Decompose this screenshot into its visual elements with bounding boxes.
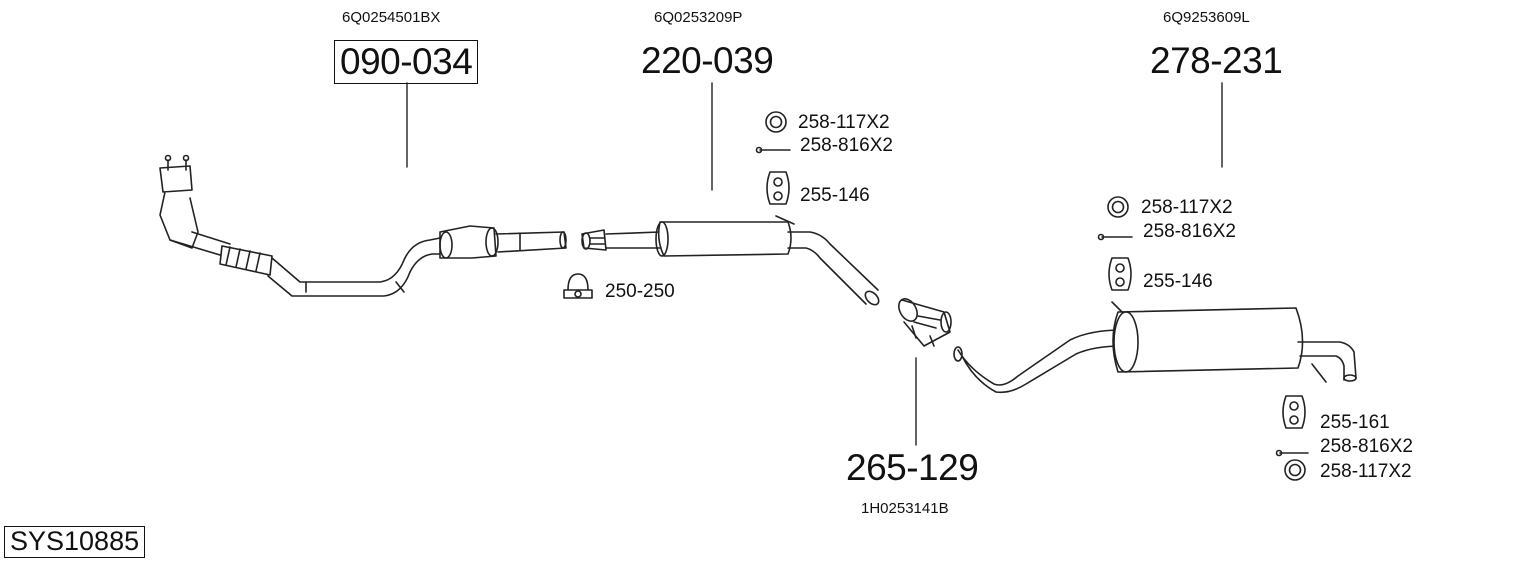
part-number-rear: 278-231 (1150, 40, 1283, 81)
system-code: SYS10885 (4, 526, 146, 558)
oe-number-middle: 6Q0253209P (654, 9, 743, 26)
connector-sleeve (898, 298, 952, 347)
middle-silencer-pipe (581, 215, 880, 306)
leader-lines (406, 82, 1223, 446)
part-number-connector: 265-129 (846, 447, 979, 488)
clamp-label: 250-250 (605, 281, 675, 302)
accessory-group-2-icons (1097, 196, 1133, 291)
part-number-middle: 220-039 (641, 40, 774, 81)
ring-label-1: 258-117X2 (798, 112, 890, 133)
ring-label-3: 258-117X2 (1320, 461, 1412, 482)
oe-number-connector: 1H0253141B (861, 500, 949, 517)
accessory-group-3-icons (1275, 395, 1309, 481)
hanger-label-2: 255-146 (1143, 271, 1213, 292)
hanger-label-1: 255-146 (800, 185, 870, 206)
bolt-label-2: 258-816X2 (1143, 221, 1236, 242)
rear-silencer-pipe (953, 301, 1357, 394)
bolt-label-1: 258-816X2 (800, 135, 893, 156)
part-number-front: 090-034 (334, 40, 479, 84)
ring-label-2: 258-117X2 (1141, 197, 1233, 218)
oe-number-rear: 6Q9253609L (1163, 9, 1250, 26)
oe-number-front: 6Q0254501BX (342, 9, 441, 26)
clamp-icon (563, 273, 593, 299)
bolt-label-3: 258-816X2 (1320, 436, 1413, 457)
hanger-label-3: 255-161 (1320, 412, 1390, 433)
accessory-group-1-icons (755, 111, 791, 205)
front-pipe-catalyst (159, 154, 567, 297)
